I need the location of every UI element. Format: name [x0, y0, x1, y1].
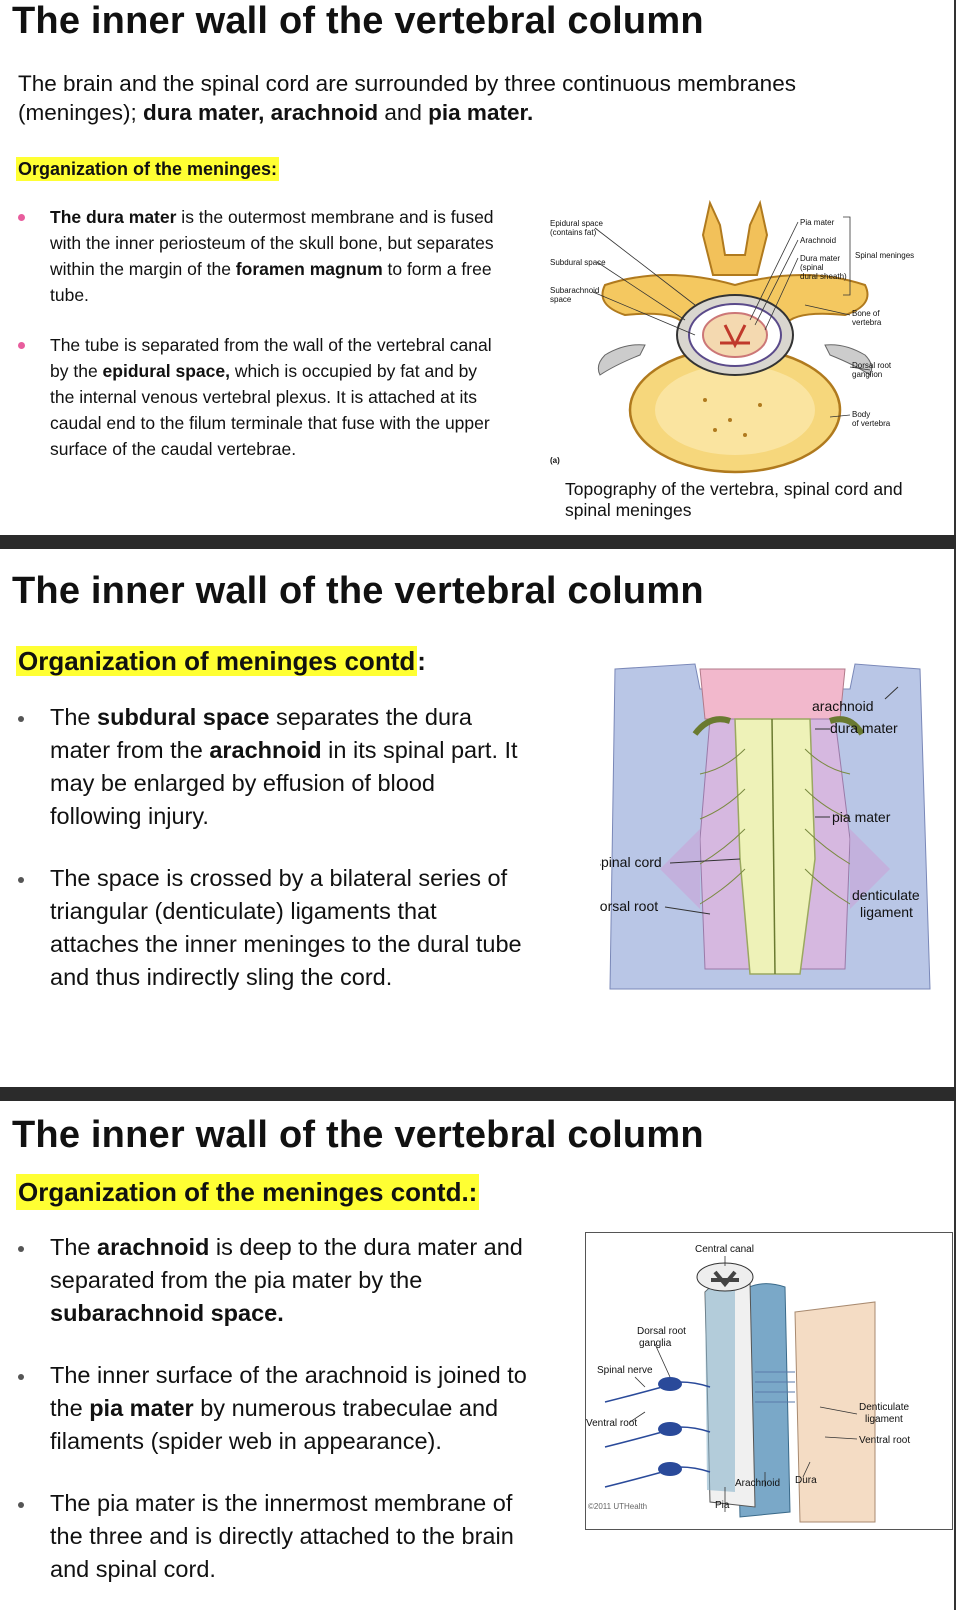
label-dura-sheath: dural sheath) — [800, 272, 847, 281]
label-subarachnoid-space: space — [550, 295, 572, 304]
slide-title: The inner wall of the vertebral column — [12, 0, 704, 42]
bullet-dot — [18, 716, 24, 722]
label-arachnoid: Arachnoid — [800, 236, 836, 245]
bullet-dot — [18, 1246, 24, 1252]
label-dura-mater: dura mater — [830, 720, 898, 736]
label-pia-mater: pia mater — [832, 809, 891, 825]
label-ligament: ligament — [860, 904, 913, 920]
bullet-item: The arachnoid is deep to the dura mater … — [18, 1231, 528, 1330]
label-epidural-space: Epidural space — [550, 219, 603, 228]
section-highlight: Organization of the meninges contd.: — [16, 1174, 480, 1210]
label-credit: ©2011 UTHealth — [588, 1502, 647, 1511]
label-ligament: ligament — [865, 1414, 903, 1425]
bullet-dot — [18, 342, 25, 349]
section-highlight: Organization of meninges contd — [16, 646, 418, 676]
label-central-canal: Central canal — [695, 1244, 754, 1255]
intro-paragraph: The brain and the spinal cord are surrou… — [18, 71, 796, 125]
label-subdural-space: Subdural space — [550, 258, 606, 267]
slide-divider — [0, 535, 956, 549]
bullet-list: The dura mater is the outermost membrane… — [18, 204, 498, 486]
denticulate-figure: arachnoid dura mater pia mater denticula… — [600, 663, 931, 990]
label-dorsal-root: Dorsal root — [852, 361, 892, 370]
bullet-dot — [18, 1502, 24, 1508]
label-denticulate: Denticulate — [859, 1402, 909, 1413]
label-dura-mater: Dura mater — [800, 254, 840, 263]
label-ventral-root: Ventral root — [586, 1418, 637, 1429]
slide-title: The inner wall of the vertebral column — [12, 570, 704, 612]
label-spinal-nerve: Spinal nerve — [597, 1365, 653, 1376]
label-bone-vertebra: vertebra — [852, 318, 882, 327]
spinal-cord-illustration — [609, 663, 931, 990]
label-ganglion: ganglion — [852, 370, 882, 379]
bullet-item: The inner surface of the arachnoid is jo… — [18, 1359, 528, 1458]
vertebra-illustration — [597, 199, 873, 474]
label-panel-a: (a) — [550, 456, 560, 465]
meninges-layers-figure: Central canal Dorsal root ganglia Spinal… — [585, 1232, 953, 1530]
section-highlight: Organization of the meninges: — [16, 157, 280, 181]
bullet-list: The arachnoid is deep to the dura mater … — [18, 1231, 528, 1610]
slide-2: The inner wall of the vertebral column O… — [0, 549, 956, 1087]
bullet-dot — [18, 1374, 24, 1380]
label-subarachnoid: Subarachnoid — [550, 286, 599, 295]
label-ventral-root-right: Ventral root — [859, 1435, 910, 1446]
slide-title: The inner wall of the vertebral column — [12, 1114, 704, 1156]
label-spinal-cord: spinal cord — [600, 854, 662, 870]
label-dura: Dura — [795, 1475, 817, 1486]
label-arachnoid: arachnoid — [812, 698, 874, 714]
slide-1: The inner wall of the vertebral column T… — [0, 0, 956, 535]
label-body-vertebra: of vertebra — [852, 419, 891, 428]
bullet-item: The tube is separated from the wall of t… — [18, 332, 498, 462]
slide-divider — [0, 1087, 956, 1101]
bullet-item: The space is crossed by a bilateral seri… — [18, 862, 528, 994]
layers-illustration — [604, 1262, 876, 1523]
section-highlight-line: Organization of meninges contd: — [16, 646, 426, 676]
bullet-item: The pia mater is the innermost membrane … — [18, 1487, 528, 1586]
figure-caption: Topography of the vertebra, spinal cord … — [565, 479, 903, 520]
label-spinal-meninges: Spinal meninges — [855, 251, 914, 260]
bullet-dot — [18, 877, 24, 883]
label-dura-spinal: (spinal — [800, 263, 824, 272]
label-bone: Bone of — [852, 309, 880, 318]
label-ganglia: ganglia — [639, 1338, 672, 1349]
vertebra-figure: Epidural space (contains fat) Subdural s… — [550, 199, 914, 474]
slide-3: The inner wall of the vertebral column O… — [0, 1101, 956, 1610]
bullet-list: The subdural space separates the dura ma… — [18, 701, 528, 1023]
bullet-dot — [18, 214, 25, 221]
label-pia: Pia — [715, 1500, 730, 1511]
bullet-item: The dura mater is the outermost membrane… — [18, 204, 498, 308]
label-body: Body — [852, 410, 870, 419]
label-arachnoid: Arachnoid — [735, 1478, 780, 1489]
label-epidural-fat: (contains fat) — [550, 228, 597, 237]
bullet-item: The subdural space separates the dura ma… — [18, 701, 528, 833]
label-pia-mater: Pia mater — [800, 218, 835, 227]
label-dorsal-root: Dorsal root — [637, 1326, 686, 1337]
label-denticulate: denticulate — [852, 887, 920, 903]
